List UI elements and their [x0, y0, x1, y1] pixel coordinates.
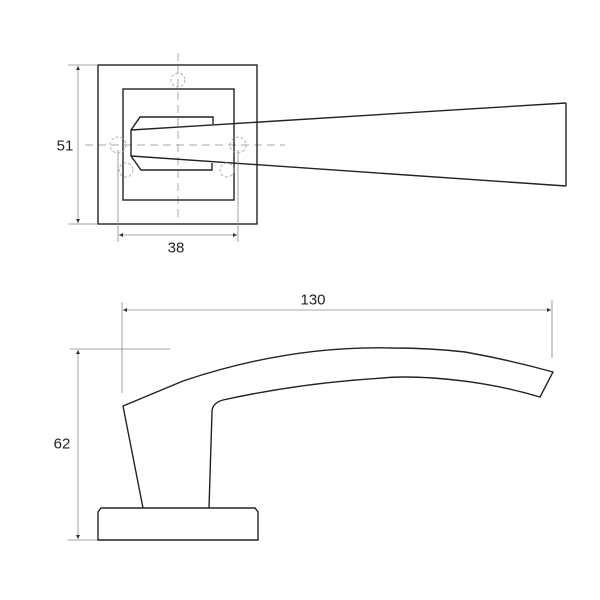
outer-rose	[97, 64, 258, 225]
lever-profile	[122, 347, 555, 509]
hidden-hole	[219, 162, 235, 178]
lever-top-edge	[130, 102, 567, 131]
side-view	[68, 300, 555, 541]
hidden-hole	[118, 162, 134, 178]
lever-neck	[130, 116, 214, 171]
inner-rose	[122, 88, 235, 201]
dimension-label-130: 130	[300, 291, 326, 309]
dimension-label-51: 51	[56, 137, 74, 155]
dimension-label-62: 62	[53, 435, 71, 453]
rose-base-profile	[97, 507, 259, 541]
hidden-hole	[170, 72, 186, 88]
lever-bottom-edge	[130, 155, 567, 187]
dimension-label-38: 38	[167, 239, 185, 257]
top-view	[68, 53, 567, 242]
